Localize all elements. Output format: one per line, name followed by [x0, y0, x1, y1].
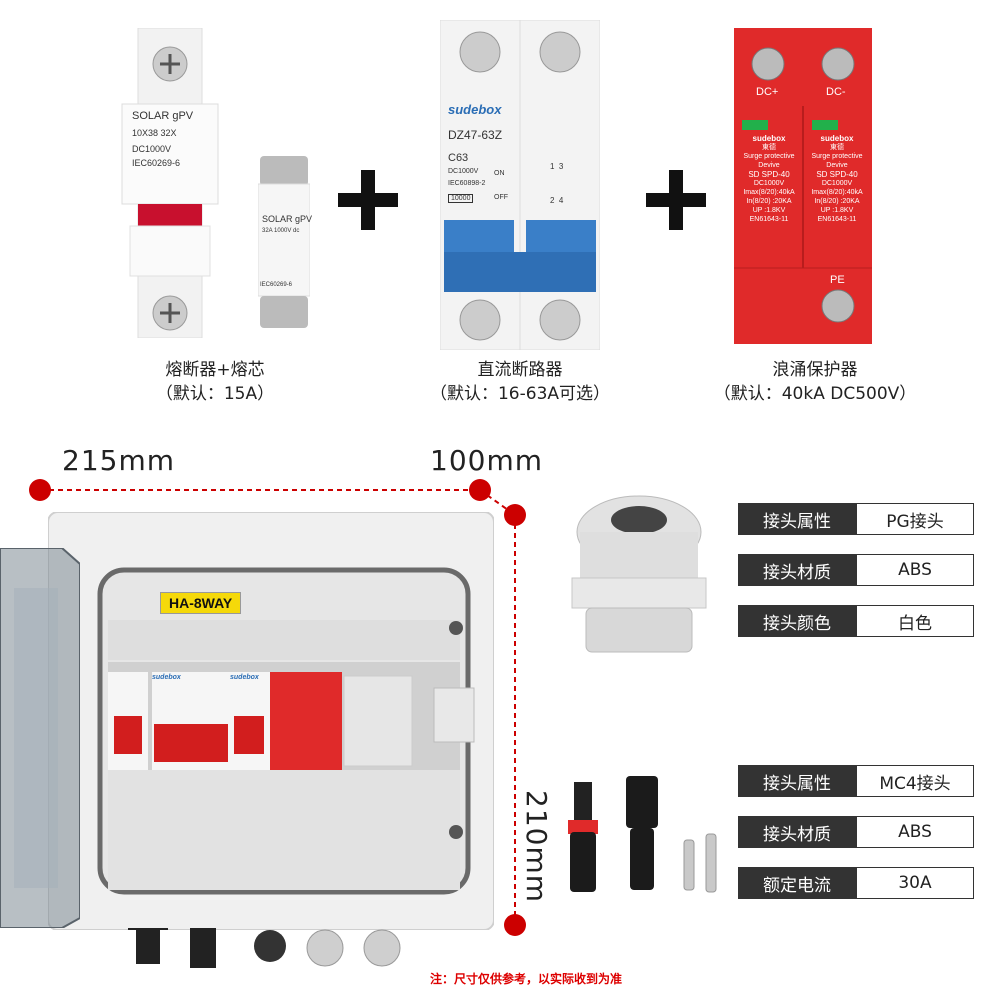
breaker-rating: C63 — [448, 152, 469, 164]
spd-dc-plus: DC+ — [756, 86, 779, 98]
spec-key: 额定电流 — [738, 867, 856, 899]
pg-spec-row-material: 接头材质 ABS — [738, 554, 974, 586]
spec-value: 30A — [856, 867, 974, 899]
fuse-holder-text-2: 10X38 32X — [132, 128, 177, 138]
spd-pe: PE — [830, 274, 845, 286]
spd-brand: sudebox — [752, 134, 786, 143]
breaker-volt: DC1000V — [448, 168, 479, 175]
fuse-holder-text-1: SOLAR gPV — [132, 110, 194, 122]
product-caption-fuse: 熔断器+熔芯 （默认：15A） — [120, 358, 310, 406]
product-default: （默认：15A） — [155, 384, 275, 404]
breaker-pins-top: 1 3 — [550, 162, 564, 171]
product-caption-spd: 浪涌保护器 （默认：40kA DC500V） — [690, 358, 940, 406]
fuse-holder-text-3: DC1000V — [132, 144, 172, 154]
spec-value: 白色 — [856, 605, 974, 637]
box-door[interactable] — [0, 547, 81, 929]
spd-type: Surge protective Devive — [811, 153, 863, 169]
dimension-depth: 100mm — [430, 444, 543, 477]
product-name: 熔断器+熔芯 — [165, 360, 265, 380]
mc4-connector-image — [560, 772, 730, 902]
fuse-holder-text-4: IEC60269-6 — [132, 158, 181, 168]
dimension-dot — [504, 504, 526, 526]
plus-icon — [338, 170, 398, 230]
spd-model: SD SPD-40 — [816, 170, 858, 179]
spd-std: EN61643-11 — [749, 216, 789, 223]
breaker-pins-bottom: 2 4 — [550, 196, 564, 205]
spec-value: PG接头 — [856, 503, 974, 535]
product-default: （默认：16-63A可选） — [429, 384, 611, 404]
breaker-off: OFF — [494, 194, 508, 201]
inner-brand: sudebox — [152, 674, 181, 681]
spd-brand: sudebox — [820, 134, 854, 143]
breaker-brand: sudebox — [448, 102, 502, 117]
box-label: HA-8WAY — [160, 592, 242, 614]
spd-module-left: sudebox 東德 Surge protective Devive SD SP… — [736, 134, 802, 224]
dimension-dot — [469, 479, 491, 501]
bottom-glands — [120, 928, 420, 978]
spd-model: SD SPD-40 — [748, 170, 790, 179]
breaker-std: IEC60898-2 — [448, 180, 486, 187]
spec-value: ABS — [856, 816, 974, 848]
mc4-spec-row-material: 接头材质 ABS — [738, 816, 974, 848]
spd-imax: Imax(8/20):40kA — [743, 189, 795, 196]
plus-icon — [646, 170, 706, 230]
spd-std: EN61643-11 — [817, 216, 857, 223]
dc-breaker-image: sudebox DZ47-63Z C63 DC1000V IEC60898-2 … — [439, 19, 601, 351]
spec-key: 接头属性 — [738, 503, 856, 535]
spd-type: Surge protective Devive — [743, 153, 795, 169]
product-caption-breaker: 直流断路器 （默认：16-63A可选） — [400, 358, 640, 406]
spd-cn: 東德 — [762, 144, 776, 151]
fuse-holder-image: SOLAR gPV 10X38 32X DC1000V IEC60269-6 — [120, 27, 220, 339]
mc4-spec-row-attribute: 接头属性 MC4接头 — [738, 765, 974, 797]
pg-spec-row-color: 接头颜色 白色 — [738, 605, 974, 637]
spd-up: UP :1.8KV — [820, 207, 854, 214]
mc4-spec-row-current: 额定电流 30A — [738, 867, 974, 899]
fuse-cartridge-image: SOLAR gPV 32A 1000V dc IEC60269-6 — [257, 156, 313, 328]
spec-key: 接头属性 — [738, 765, 856, 797]
fuse-text-1: SOLAR gPV — [262, 214, 313, 224]
spd-volt: DC1000V — [821, 180, 853, 187]
inner-brand: sudebox — [230, 674, 259, 681]
breaker-model: DZ47-63Z — [448, 128, 503, 142]
dimension-dot — [29, 479, 51, 501]
product-name: 浪涌保护器 — [772, 360, 858, 380]
spd-in: In(8/20) :20KA — [814, 198, 860, 205]
fuse-text-3: IEC60269-6 — [260, 282, 293, 288]
distribution-box: HA-8WAY sudebox sudebox — [47, 511, 495, 931]
spec-key: 接头材质 — [738, 816, 856, 848]
product-default: （默认：40kA DC500V） — [713, 384, 917, 404]
spd-module-right: sudebox 東德 Surge protective Devive SD SP… — [804, 134, 870, 224]
surge-protector-image: DC+ DC- sudebox 東德 Surge protective Devi… — [734, 28, 872, 344]
spec-value: MC4接头 — [856, 765, 974, 797]
breaker-on: ON — [494, 170, 505, 177]
spec-value: ABS — [856, 554, 974, 586]
pg-spec-row-attribute: 接头属性 PG接头 — [738, 503, 974, 535]
spd-up: UP :1.8KV — [752, 207, 786, 214]
spd-dc-minus: DC- — [826, 86, 846, 98]
spd-imax: Imax(8/20):40kA — [811, 189, 863, 196]
breaker-capacity: 10000 — [448, 194, 474, 203]
spd-volt: DC1000V — [753, 180, 785, 187]
disclaimer-note: 注：尺寸仅供参考，以实际收到为准 — [430, 972, 623, 986]
spd-in: In(8/20) :20KA — [746, 198, 792, 205]
pg-connector-image — [566, 490, 712, 660]
spd-cn: 東德 — [830, 144, 844, 151]
dimension-dot — [504, 914, 526, 936]
spec-key: 接头材质 — [738, 554, 856, 586]
fuse-text-2: 32A 1000V dc — [262, 228, 300, 234]
dimension-width: 215mm — [62, 444, 175, 477]
product-name: 直流断路器 — [477, 360, 563, 380]
spec-key: 接头颜色 — [738, 605, 856, 637]
